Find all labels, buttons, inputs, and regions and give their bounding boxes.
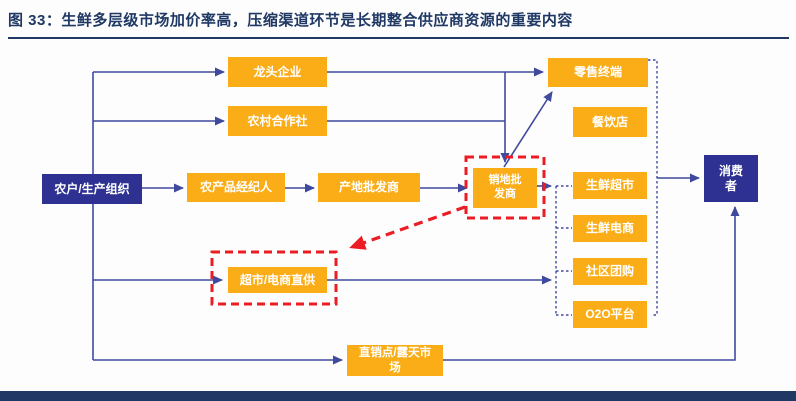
node-rural-cooperative: 农村合作社 [228, 106, 327, 136]
node-leading-enterprise: 龙头企业 [228, 57, 327, 87]
node-farmers: 农户/生产组织 [42, 174, 142, 204]
node-fresh-supermarket: 生鲜超市 [573, 172, 647, 199]
node-direct-sales-open-market: 直销点/露天市 场 [347, 345, 443, 376]
figure-title: 图 33：生鲜多层级市场加价率高，压缩渠道环节是长期整合供应商资源的重要内容 [8, 12, 573, 29]
edge-compress-channel-red-arrow [349, 205, 466, 250]
retail-terminal-right-bracket [648, 59, 658, 316]
edge-open-market-to-consumer [443, 206, 740, 361]
node-consumer: 消费 者 [704, 155, 758, 202]
title-underline [8, 37, 789, 39]
node-destination-wholesaler: 销地批 发商 [473, 168, 537, 208]
node-supermarket-direct-supply: 超市/电商直供 [228, 267, 327, 293]
node-origin-wholesaler: 产地批发商 [318, 173, 420, 202]
node-community-group-buying: 社区团购 [573, 258, 647, 285]
edge-destination-to-retail-terminal [503, 91, 553, 168]
highlight-box-destination-wholesaler [464, 155, 546, 220]
highlight-box-direct-supply [210, 250, 338, 306]
node-restaurant: 餐饮店 [573, 107, 647, 137]
retail-formats-left-bracket [555, 185, 572, 316]
node-produce-broker: 农产品经纪人 [187, 173, 285, 202]
node-fresh-ecommerce: 生鲜电商 [573, 215, 647, 242]
node-o2o-platform: O2O平台 [573, 301, 647, 328]
node-retail-terminal: 零售终端 [548, 58, 648, 87]
footer-bar [0, 391, 796, 401]
